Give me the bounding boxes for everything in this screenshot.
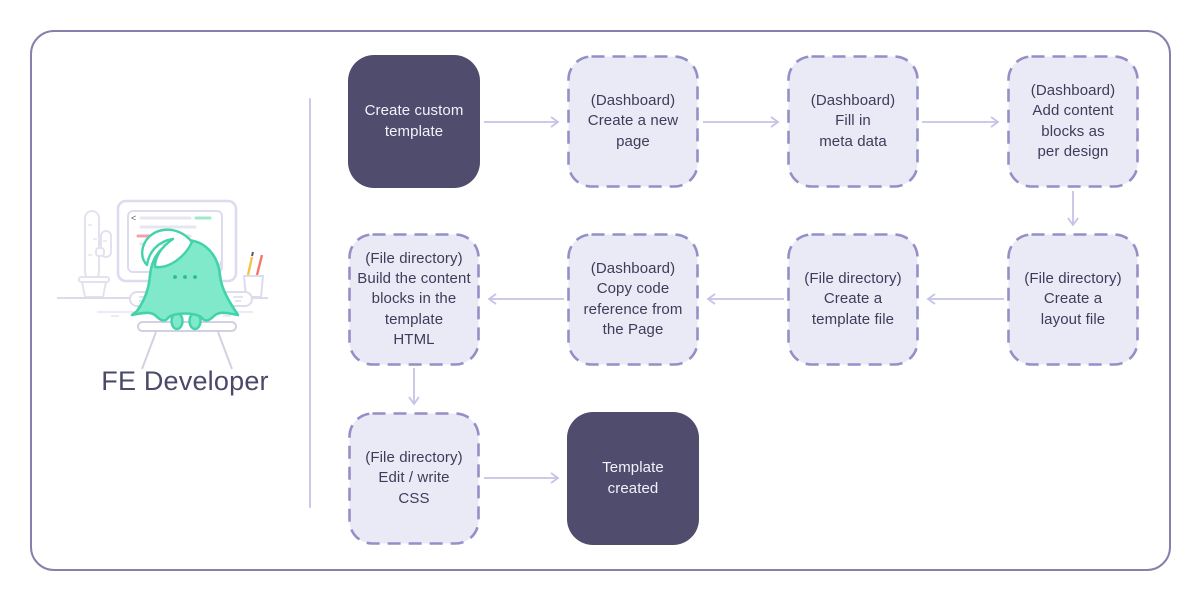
mascot-face-dots [173, 275, 197, 279]
fe-developer-illustration: < /> [57, 199, 268, 370]
node-box-dashed [1007, 233, 1139, 366]
flow-node-label: (File directory) Edit / write CSS [365, 449, 463, 507]
mascot-icon [130, 228, 240, 331]
flow-node-label: (Dashboard) Copy code reference from the… [583, 260, 683, 338]
stool-icon [137, 321, 237, 370]
mascot-leaf [141, 228, 194, 269]
flow-node-copy-code-reference: (Dashboard) Copy code reference from the… [567, 233, 699, 366]
flow-node-add-content-blocks: (Dashboard) Add content blocks as per de… [1007, 55, 1139, 188]
flow-node-create-layout-file: (File directory) Create a layout file [1007, 233, 1139, 366]
flow-node-label: (File directory) Create a template file [804, 270, 902, 328]
flow-node-create-custom-template: Create custom template [348, 55, 480, 188]
node-box-dashed [1007, 55, 1139, 188]
outer-frame [30, 30, 1171, 571]
flow-node-build-content-blocks: (File directory) Build the content block… [348, 233, 480, 366]
node-box-dashed [787, 233, 919, 366]
node-box-solid [348, 55, 480, 188]
flow-node-create-new-page: (Dashboard) Create a new page [567, 55, 699, 188]
node-box-dashed [567, 55, 699, 188]
actor-label: FE Developer [101, 366, 269, 396]
node-box-dashed [567, 233, 699, 366]
node-box-dashed [348, 233, 480, 366]
flow-node-label: (Dashboard) Fill in meta data [810, 92, 896, 150]
flow-node-create-template-file: (File directory) Create a template file [787, 233, 919, 366]
node-box-solid [567, 412, 699, 545]
code-open-bracket: < [131, 213, 136, 223]
node-box-dashed [787, 55, 919, 188]
flow-node-label: (File directory) Build the content block… [357, 250, 471, 348]
flow-node-fill-meta-data: (Dashboard) Fill in meta data [787, 55, 919, 188]
flow-node-edit-write-css: (File directory) Edit / write CSS [348, 412, 480, 545]
flow-node-label: (Dashboard) Create a new page [587, 92, 679, 150]
cactus-icon [78, 210, 112, 298]
flow-node-label: (Dashboard) Add content blocks as per de… [1030, 82, 1116, 160]
actor-flow-divider [309, 98, 311, 508]
pen-cup-icon [242, 251, 265, 298]
flow-node-label: Template created [602, 459, 664, 497]
node-box-dashed [348, 412, 480, 545]
flow-node-label: Create custom template [364, 102, 464, 140]
flow-node-label: (File directory) Create a layout file [1024, 270, 1122, 328]
flow-node-template-created: Template created [567, 412, 699, 545]
